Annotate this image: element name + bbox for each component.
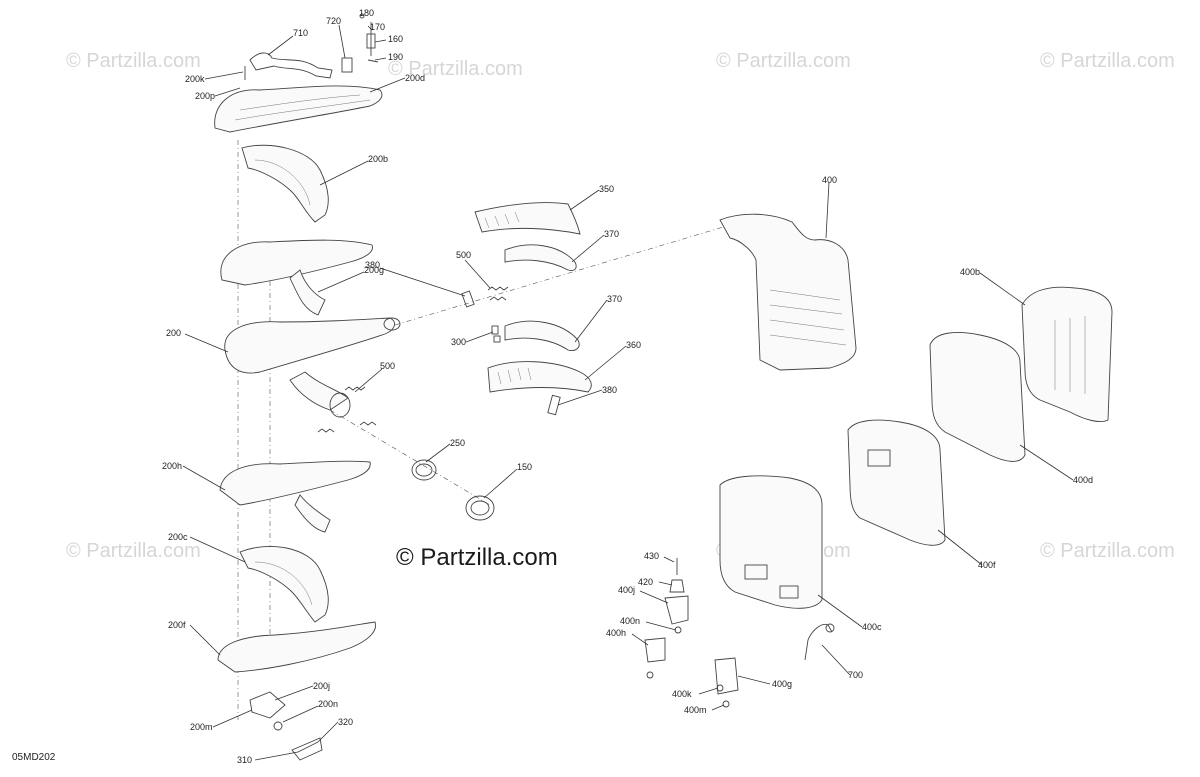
callout: 200 — [166, 328, 181, 338]
sensor-700[interactable] — [804, 623, 833, 661]
heat-shield-200f[interactable] — [217, 621, 377, 673]
callout: 200p — [195, 91, 215, 101]
callout: 400b — [960, 267, 980, 277]
grommet-420[interactable] — [669, 579, 685, 593]
callout: 200m — [190, 722, 213, 732]
callout: 400n — [620, 616, 640, 626]
watermark: © Partzilla.com — [1040, 540, 1175, 562]
sensor-170[interactable] — [366, 33, 376, 49]
callout: 170 — [370, 22, 385, 32]
callout: 200j — [313, 681, 330, 691]
clamp-720[interactable] — [341, 57, 353, 73]
callout: 400d — [1073, 475, 1093, 485]
watermark: © Partzilla.com — [66, 50, 201, 72]
callout: 300 — [451, 337, 466, 347]
callout: 400 — [822, 175, 837, 185]
washer-190[interactable] — [367, 59, 379, 63]
callout: 400f — [978, 560, 996, 570]
callout: 150 — [517, 462, 532, 472]
callout: 500 — [456, 250, 471, 260]
callout: 160 — [388, 34, 403, 44]
cover-400f[interactable] — [847, 419, 946, 546]
callout: 180 — [359, 8, 374, 18]
callout: 380 — [365, 260, 380, 270]
heat-shield-200h[interactable] — [219, 460, 371, 506]
callout: 430 — [644, 551, 659, 561]
clamp-380b[interactable] — [547, 394, 561, 416]
shield-370a[interactable] — [504, 244, 577, 271]
exhaust-manifold-200[interactable] — [224, 317, 396, 374]
shield-360[interactable] — [487, 361, 592, 393]
callout: 370 — [607, 294, 622, 304]
spring-500b[interactable] — [359, 421, 377, 426]
callout: 400j — [618, 585, 635, 595]
callout: 350 — [599, 184, 614, 194]
callout: 400g — [772, 679, 792, 689]
bracket-710[interactable] — [249, 52, 333, 79]
callout: 400c — [862, 622, 882, 632]
clip-300[interactable] — [491, 325, 499, 335]
cover-400d[interactable] — [929, 332, 1026, 462]
callout: 200d — [405, 73, 425, 83]
callout: 400h — [606, 628, 626, 638]
callout: 200c — [168, 532, 188, 542]
center-line — [394, 224, 731, 326]
callout: 400k — [672, 689, 692, 699]
callout: 710 — [293, 28, 308, 38]
callout-labels: 180 720 170 710 160 190 200k 200p 200d 2… — [162, 8, 1093, 765]
callout: 250 — [450, 438, 465, 448]
callout: 370 — [604, 229, 619, 239]
center-line — [329, 409, 491, 506]
callout: 320 — [338, 717, 353, 727]
cover-400b[interactable] — [1021, 286, 1113, 423]
heat-shield-200d[interactable] — [214, 85, 383, 133]
cover-400c[interactable] — [719, 475, 823, 609]
callout: 200b — [368, 154, 388, 164]
callout: 500 — [380, 361, 395, 371]
watermark: © Partzilla.com — [66, 540, 201, 562]
heat-shield-200g[interactable] — [220, 239, 373, 286]
callout: 310 — [237, 755, 252, 765]
callout: 420 — [638, 577, 653, 587]
shield-350[interactable] — [474, 202, 581, 235]
callout: 200h — [162, 461, 182, 471]
callout: 700 — [848, 670, 863, 680]
callout: 200k — [185, 74, 205, 84]
callout: 400m — [684, 705, 707, 715]
callout: 360 — [626, 340, 641, 350]
callout: 200n — [318, 699, 338, 709]
watermark: © Partzilla.com — [1040, 50, 1175, 72]
muffler-400[interactable] — [719, 213, 857, 371]
callout: 200g — [364, 265, 384, 275]
bracket-400h[interactable] — [644, 637, 666, 663]
clamp-380a[interactable] — [461, 290, 475, 308]
callout: 190 — [388, 52, 403, 62]
callout: 720 — [326, 16, 341, 26]
callout: 200f — [168, 620, 186, 630]
watermark: © Partzilla.com — [716, 50, 851, 72]
washer-400m[interactable] — [722, 700, 730, 708]
bolt-310[interactable] — [297, 741, 319, 753]
diagram-code: 05MD202 — [12, 752, 56, 763]
center-watermark: © Partzilla.com — [396, 544, 558, 571]
gasket-250[interactable] — [411, 459, 437, 481]
leader-lines — [182, 24, 1074, 761]
shield-370b[interactable] — [504, 320, 580, 351]
washer-200n[interactable] — [273, 721, 283, 731]
callout: 380 — [602, 385, 617, 395]
heat-shield-200c[interactable] — [239, 545, 329, 623]
spring-500[interactable] — [344, 386, 366, 391]
bracket-320[interactable] — [291, 737, 323, 761]
screw-180[interactable] — [359, 13, 365, 19]
heat-shield-200b[interactable] — [241, 144, 329, 223]
watermark: © Partzilla.com — [388, 58, 523, 80]
bracket-400g[interactable] — [714, 657, 739, 695]
ring-150[interactable] — [465, 495, 495, 521]
bracket-200j[interactable] — [249, 691, 286, 719]
bracket-400j[interactable] — [664, 595, 689, 625]
